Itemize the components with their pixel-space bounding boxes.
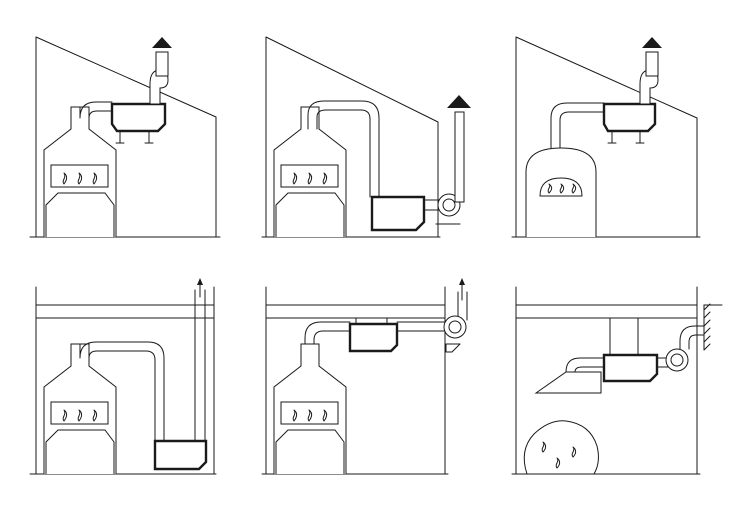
stack-cap-icon <box>152 37 172 48</box>
filter-unit <box>153 439 208 471</box>
roof-stack <box>639 37 662 105</box>
roof-stack <box>447 95 471 203</box>
exhaust-fan <box>443 278 468 353</box>
panel-d <box>29 278 217 475</box>
exhaust-fan <box>656 325 705 372</box>
flame-icon <box>547 183 577 194</box>
vertical-riser <box>194 278 206 442</box>
filter-unit <box>602 317 659 383</box>
exhaust-duct <box>307 100 380 198</box>
flame-icon <box>541 441 577 469</box>
airflow-arrow-icon <box>197 278 203 285</box>
flame-icon <box>62 409 98 422</box>
panel-f <box>511 286 723 475</box>
panel-c <box>511 36 701 238</box>
oven-canopy-hood <box>525 147 597 237</box>
flame-icon <box>62 172 98 185</box>
flame-icon <box>292 409 328 422</box>
filter-unit <box>602 102 657 144</box>
roof-stack <box>149 37 172 105</box>
range-canopy-hood <box>273 106 347 237</box>
stack-cap-icon <box>642 37 662 48</box>
panel-e <box>261 278 468 475</box>
wall-bracket <box>703 303 723 351</box>
filter-unit <box>348 317 399 353</box>
exhaust-duct <box>79 341 165 442</box>
panel-a <box>29 36 221 238</box>
open-exhaust-hood <box>534 357 605 394</box>
filter-unit <box>110 102 167 144</box>
stack-cap-icon <box>447 95 471 108</box>
exhaust-duct <box>79 101 113 119</box>
filter-unit <box>370 195 426 232</box>
panel-b <box>261 36 471 238</box>
exhaust-duct <box>550 102 605 149</box>
range-canopy-hood <box>43 343 117 474</box>
range-canopy-hood <box>273 343 347 474</box>
flame-icon <box>292 172 328 185</box>
open-pan-heat-source <box>523 420 599 475</box>
exhaust-duct <box>304 321 447 345</box>
airflow-arrow-icon <box>459 278 465 285</box>
range-canopy-hood <box>43 106 117 237</box>
